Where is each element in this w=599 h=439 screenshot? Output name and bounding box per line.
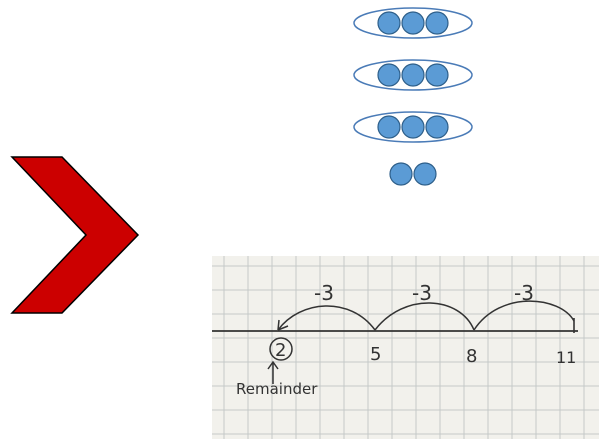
counter-dot xyxy=(425,115,449,139)
jump-arc-3 xyxy=(277,305,376,331)
counter-dot xyxy=(377,115,401,139)
counter-dot xyxy=(401,63,425,87)
counter-dot xyxy=(425,11,449,35)
group-ellipse xyxy=(353,7,473,39)
point-label-2: 2 xyxy=(275,340,286,361)
chevron-right-icon xyxy=(10,156,140,314)
counter-dot xyxy=(389,162,413,186)
graph-paper xyxy=(212,256,599,439)
point-label-5: 5 xyxy=(370,344,381,365)
grid-lines xyxy=(212,256,599,439)
counter-dot xyxy=(425,63,449,87)
dot-groups xyxy=(353,7,473,186)
up-arrow-icon xyxy=(267,360,279,384)
counter-dot xyxy=(413,162,437,186)
group-ellipse xyxy=(353,59,473,91)
jump-arc-2 xyxy=(374,302,475,331)
jump-label-3: -3 xyxy=(514,281,534,305)
arrowhead-icon xyxy=(277,319,289,331)
number-line-photo: -3 -3 -3 2 5 8 11 Remainder xyxy=(212,256,599,439)
jump-label-1: -3 xyxy=(314,281,334,305)
group-ellipse xyxy=(353,111,473,143)
counter-dot xyxy=(401,115,425,139)
remainder-circle xyxy=(269,337,293,361)
jump-label-2: -3 xyxy=(412,281,432,305)
point-label-8: 8 xyxy=(466,346,477,367)
point-label-11: 11 xyxy=(556,348,576,367)
jump-arc-1 xyxy=(473,300,575,331)
remainder-label: Remainder xyxy=(236,380,318,398)
counter-dot xyxy=(377,11,401,35)
counter-dot xyxy=(401,11,425,35)
counter-dot xyxy=(377,63,401,87)
